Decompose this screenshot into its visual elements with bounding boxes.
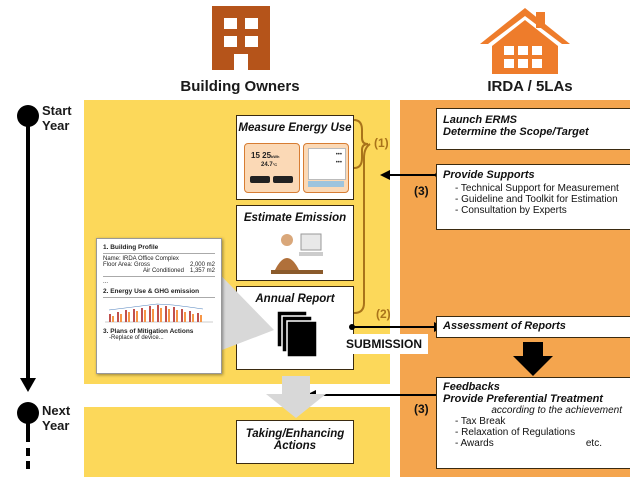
pref-item-3: - Awards (455, 438, 494, 449)
meter-reading: 15 25 (251, 151, 272, 160)
taking-actions-line2: Actions (273, 440, 317, 452)
assessment-down-arrow (513, 342, 553, 376)
report-document: 1. Building Profile Name: IRDA Office Co… (96, 238, 222, 374)
feedback-arrow (306, 388, 444, 402)
taking-actions-line1: Taking/Enhancing (245, 428, 345, 440)
supports-item-2: - Guideline and Toolkit for Estimation (455, 194, 618, 205)
etc-text: etc. (585, 438, 602, 449)
doc-plans: 3. Plans of Mitigation Actions (103, 328, 194, 335)
house-icon (478, 6, 572, 74)
pref-item-1: - Tax Break (455, 416, 506, 427)
meter-temp-unit: °C (272, 162, 278, 167)
submission-label: SUBMISSION (340, 334, 428, 354)
estimate-emission-title: Estimate Emission (243, 212, 347, 224)
annual-report-title: Annual Report (255, 293, 335, 305)
marker-3a: (3) (414, 184, 429, 198)
preferential-title: Provide Preferential Treatment (443, 393, 603, 405)
launch-erms: Launch ERMS (443, 114, 517, 126)
submission-arrow (348, 320, 444, 334)
supports-item-1: - Technical Support for Measurement (455, 183, 619, 194)
meter-device: 15 25kWh 24.7°C (244, 143, 300, 193)
documents-stack-icon (276, 310, 321, 364)
bracket-1 (352, 118, 382, 318)
marker-1: (1) (374, 136, 389, 150)
launch-erms-box: Launch ERMS Determine the Scope/Target (436, 108, 630, 150)
meter-temp: 24.7 (261, 162, 273, 168)
assessment-title: Assessment of Reports (443, 320, 566, 332)
provide-supports-title: Provide Supports (443, 169, 535, 181)
determine-scope: Determine the Scope/Target (443, 126, 589, 138)
building-icon (212, 6, 270, 70)
doc-mini-chart (103, 300, 215, 326)
doc-building-profile: 1. Building Profile (103, 244, 159, 251)
building-owners-title: Building Owners (180, 78, 300, 95)
doc-name: Name: IRDA Office Complex (103, 256, 179, 262)
taking-actions-box: Taking/Enhancing Actions (236, 420, 354, 464)
pref-item-2: - Relaxation of Regulations (455, 427, 576, 438)
assessment-box: Assessment of Reports (436, 316, 630, 338)
panel-dots: ••• (335, 152, 342, 158)
irda-title: IRDA / 5LAs (487, 78, 573, 95)
doc-ac: Air Conditioned (142, 268, 184, 274)
doc-gross-value: 2,000 m2 (189, 262, 215, 268)
provide-supports-box: Provide Supports - Technical Support for… (436, 164, 630, 230)
next-year-label: Next Year (42, 403, 71, 433)
marker-3b: (3) (414, 402, 429, 416)
start-year-label: Start Year (42, 103, 72, 133)
supports-item-3: - Consultation by Experts (455, 205, 567, 216)
marker-2: (2) (376, 307, 391, 321)
person-at-computer-icon (267, 230, 325, 283)
control-panel: ••• ••• (303, 143, 349, 193)
feedbacks-box: Feedbacks Provide Preferential Treatment… (436, 377, 630, 469)
doc-floor: Floor Area: Gross (103, 262, 151, 268)
supports-arrow (380, 168, 442, 182)
according-text: according to the achievement (491, 405, 622, 416)
feedbacks-title: Feedbacks (443, 381, 500, 393)
doc-replace: -Replace of device... (109, 335, 164, 341)
measure-energy-title: Measure Energy Use (238, 122, 352, 134)
measure-energy-box: Measure Energy Use 15 25kWh 24.7°C ••• •… (236, 115, 354, 200)
next-year-arrow (266, 376, 326, 418)
doc-energy-use: 2. Energy Use & GHG emission (103, 288, 200, 295)
meter-unit: kWh (271, 154, 280, 159)
estimate-emission-box: Estimate Emission (236, 205, 354, 281)
doc-ac-value: 1,357 m2 (189, 268, 215, 274)
timeline (0, 0, 90, 477)
doc-dots: ... (103, 279, 109, 285)
